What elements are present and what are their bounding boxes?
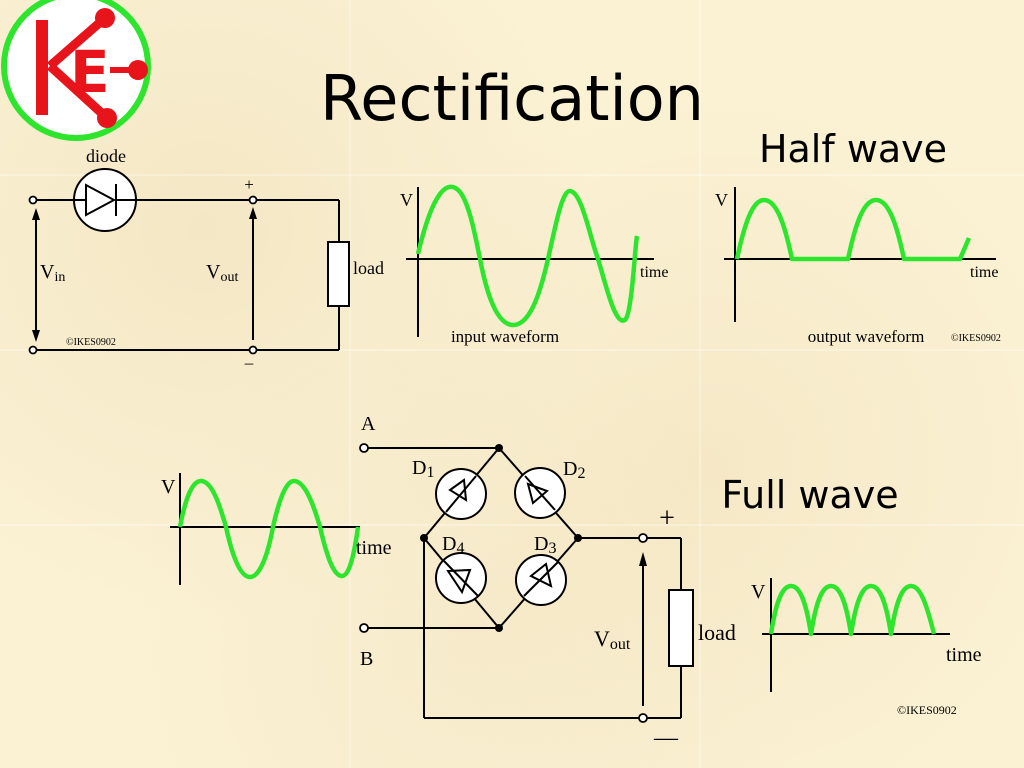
output-terminal-bottom xyxy=(248,345,258,355)
terminal-a xyxy=(359,443,369,453)
input-v-label: V xyxy=(400,190,413,210)
d3-label: D3 xyxy=(534,533,556,557)
full-wave-out-terminal-bottom xyxy=(638,713,648,723)
full-wave-output-time-label: time xyxy=(946,644,982,666)
half-wave-heading: Half wave xyxy=(759,127,947,171)
input-sine-wave xyxy=(415,184,640,328)
load-resistor xyxy=(327,241,350,307)
bridge-rectifier-circuit: A B D1 D2 xyxy=(359,413,736,751)
diode-d3 xyxy=(515,554,567,606)
input-time-label: time xyxy=(640,264,668,281)
diode-d2 xyxy=(514,467,566,519)
output-waveform-caption: output waveform xyxy=(808,327,925,346)
output-terminal-top xyxy=(248,195,258,205)
full-wave-input-sine xyxy=(177,478,361,580)
plus-sign: + xyxy=(244,175,254,194)
output-half-wave xyxy=(734,197,972,262)
full-wave-load-label: load xyxy=(698,620,736,645)
diode-symbol xyxy=(73,168,137,232)
terminal-a-label: A xyxy=(361,413,376,435)
full-wave-out-terminal-top xyxy=(638,533,648,543)
full-wave-output-v-label: V xyxy=(751,581,766,603)
diode-label: diode xyxy=(86,146,126,166)
input-waveform-caption: input waveform xyxy=(451,327,559,346)
load-label: load xyxy=(353,258,384,278)
output-copyright: ©IKES0902 xyxy=(951,333,1001,344)
output-waveform-graph: V time output waveform ©IKES0902 xyxy=(715,187,1001,346)
diode-d1 xyxy=(435,468,487,520)
full-wave-copyright: ©IKES0902 xyxy=(897,703,957,717)
full-wave-input-graph: V time xyxy=(161,473,392,585)
diode-d4 xyxy=(435,552,487,604)
vin-label: Vin xyxy=(40,261,65,285)
input-terminal-bottom xyxy=(28,345,38,355)
half-wave-copyright: ©IKES0902 xyxy=(66,337,116,348)
d4-label: D4 xyxy=(442,533,464,557)
output-time-label: time xyxy=(970,264,998,281)
minus-sign: – xyxy=(244,353,254,372)
output-v-label: V xyxy=(715,190,728,210)
d1-label: D1 xyxy=(412,457,434,481)
d2-label: D2 xyxy=(563,458,585,482)
terminal-b xyxy=(359,623,369,633)
terminal-b-label: B xyxy=(360,648,373,670)
full-wave-plus-sign: + xyxy=(659,503,675,534)
full-wave-input-v-label: V xyxy=(161,476,176,498)
page-title: Rectification xyxy=(320,62,704,135)
svg-text:E: E xyxy=(70,38,110,106)
full-wave-vout-label: Vout xyxy=(594,626,631,653)
input-waveform-graph: V time input waveform xyxy=(400,184,668,346)
full-wave-output-wave xyxy=(768,583,937,637)
full-wave-output-graph: V time xyxy=(751,578,982,692)
full-wave-input-time-label: time xyxy=(356,537,392,559)
ke-logo-icon: E xyxy=(1,0,151,141)
vout-label: Vout xyxy=(206,261,238,285)
full-wave-heading: Full wave xyxy=(721,473,898,517)
half-wave-circuit: diode load Vin Vout + – xyxy=(28,146,384,372)
full-wave-minus-sign: — xyxy=(653,725,679,751)
input-terminal-top xyxy=(28,195,38,205)
full-wave-load-resistor xyxy=(668,589,694,667)
